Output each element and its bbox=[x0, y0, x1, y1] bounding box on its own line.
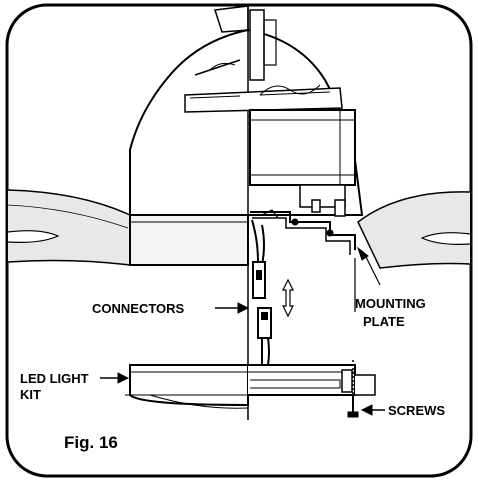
right-fan-blade bbox=[357, 191, 471, 269]
wire-connectors bbox=[251, 219, 272, 366]
led-light-kit bbox=[125, 364, 376, 409]
motor-internals bbox=[184, 9, 356, 208]
figure-caption: Fig. 16 bbox=[64, 433, 118, 452]
label-screws: SCREWS bbox=[388, 403, 445, 418]
label-mounting-plate-line1: MOUNTING bbox=[355, 296, 426, 311]
screw bbox=[347, 360, 359, 418]
mounting-plate bbox=[250, 199, 356, 255]
label-led-light-kit-line1: LED LIGHT bbox=[20, 371, 89, 386]
label-mounting-plate-line2: PLATE bbox=[363, 314, 405, 329]
leader-arrows bbox=[100, 246, 385, 416]
label-led-light-kit-line2: KIT bbox=[20, 387, 41, 402]
label-connectors: CONNECTORS bbox=[92, 301, 185, 316]
connect-direction-arrow bbox=[282, 278, 294, 318]
